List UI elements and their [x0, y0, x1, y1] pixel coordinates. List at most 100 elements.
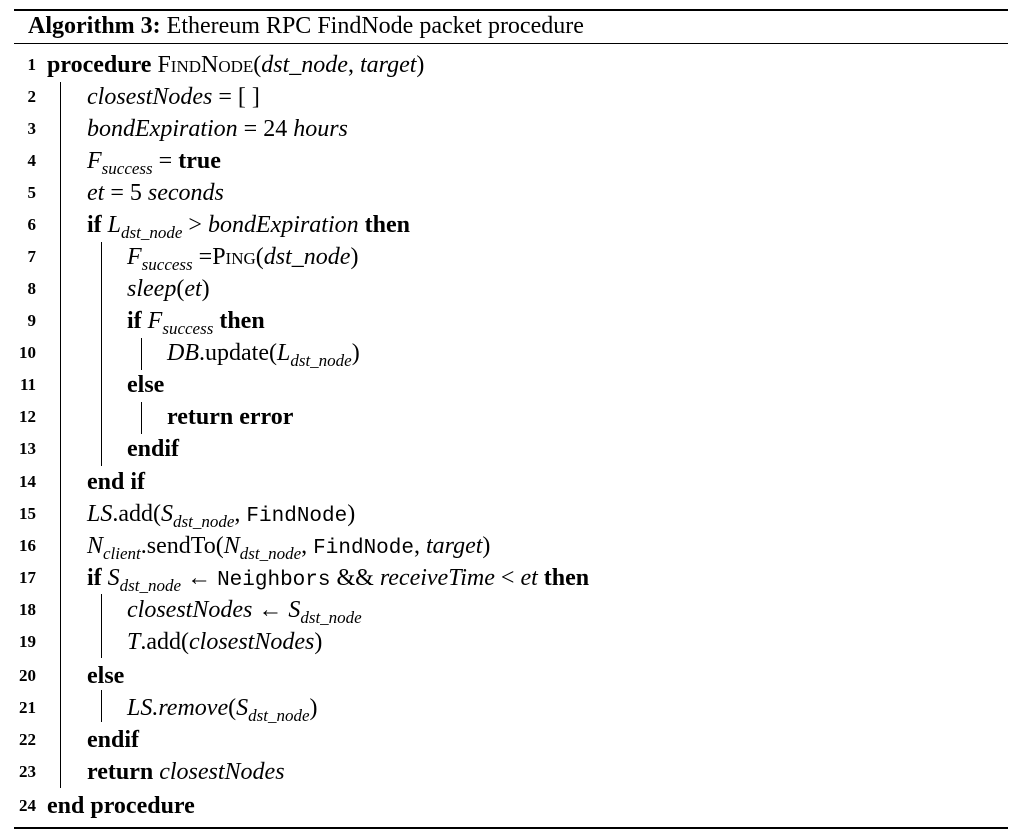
sub-success: success	[141, 255, 193, 274]
line-number: 1	[27, 55, 37, 74]
var-f: F	[87, 148, 102, 174]
line-number: 16	[19, 536, 36, 555]
line-number: 6	[27, 215, 37, 234]
algorithm-box: Algorithm 3: Ethereum RPC FindNode packe…	[14, 9, 1008, 44]
fn-update: .update(	[199, 340, 277, 366]
empty-list: = [ ]	[218, 84, 260, 110]
var-f: F	[127, 244, 142, 270]
var-receive-time: receiveTime	[379, 565, 495, 591]
var-closest-nodes: closestNodes	[189, 629, 315, 655]
indent-bar-procedure	[60, 82, 61, 788]
kw-if: if	[87, 565, 102, 591]
indent-bar-else-3	[101, 690, 102, 722]
op-larrow: ←	[252, 597, 289, 623]
line-number: 15	[19, 504, 36, 523]
var-db: DB	[167, 340, 199, 366]
msg-findnode: FindNode	[246, 505, 348, 528]
var-f: F	[147, 308, 163, 334]
var-s: S	[161, 501, 174, 527]
var-dst-node: dst_node	[263, 244, 351, 270]
line-number: 11	[19, 375, 36, 394]
line-number: 17	[19, 568, 36, 587]
indent-bar-if-2	[141, 338, 142, 370]
sub-dst-node: dst_node	[290, 351, 352, 370]
op-and: &&	[330, 565, 380, 591]
unit-seconds: seconds	[147, 180, 224, 206]
line-number: 2	[27, 87, 37, 106]
kw-endif: endif	[127, 436, 180, 462]
line-number: 14	[19, 472, 36, 491]
kw-return: return	[87, 759, 154, 785]
line-number: 9	[27, 311, 37, 330]
kw-else: else	[127, 372, 165, 398]
msg-neighbors: Neighbors	[217, 569, 331, 592]
fn-add: .add(	[112, 501, 162, 527]
var-ls: LS	[87, 501, 113, 527]
line-number: 4	[27, 151, 37, 170]
var-s: S	[107, 565, 120, 591]
indent-bar-if-3	[101, 594, 102, 658]
var-closest-nodes: closestNodes	[127, 597, 253, 623]
var-ls: LS	[127, 695, 153, 721]
var-target: target	[359, 52, 417, 78]
var-t: T	[127, 629, 141, 655]
var-s: S	[288, 597, 301, 623]
line-number: 23	[19, 762, 36, 781]
kw-return: return	[167, 404, 234, 430]
var-bond-expiration: bondExpiration	[207, 212, 359, 238]
kw-if: if	[87, 212, 102, 238]
fn-remove: .remove	[152, 695, 229, 721]
line-number: 8	[27, 279, 37, 298]
op-gt: >	[182, 212, 208, 238]
kw-error: error	[239, 404, 294, 430]
unit-hours: hours	[293, 116, 348, 142]
op-lt: <	[494, 565, 521, 591]
indent-bar-if-1	[101, 242, 102, 466]
sub-dst-node: dst_node	[121, 223, 183, 242]
line-number: 7	[27, 247, 37, 266]
sub-success: success	[162, 319, 214, 338]
line-number: 19	[19, 632, 36, 651]
sub-client: client	[103, 544, 141, 563]
var-closest-nodes: closestNodes	[159, 759, 285, 785]
top-rule	[14, 9, 1008, 11]
kw-if: if	[127, 308, 142, 334]
var-et: et	[87, 180, 105, 206]
msg-findnode: FindNode	[313, 537, 414, 560]
var-bond-expiration: bondExpiration	[87, 116, 238, 142]
var-closest-nodes: closestNodes	[87, 84, 213, 110]
line-number: 13	[19, 439, 36, 458]
kw-procedure: procedure	[47, 52, 152, 78]
indent-bar-else-2	[141, 402, 142, 434]
algorithm-caption: Algorithm 3: Ethereum RPC FindNode packe…	[14, 11, 1008, 42]
sub-dst-node: dst_node	[248, 706, 310, 725]
var-dst-node: dst_node	[261, 52, 348, 78]
line-number: 18	[19, 600, 36, 619]
line-number: 20	[19, 666, 36, 685]
kw-then: then	[364, 212, 410, 238]
proc-name: FindNode	[157, 52, 254, 78]
sub-success: success	[101, 159, 153, 178]
sub-dst-node: dst_node	[173, 512, 235, 531]
line-number: 24	[19, 796, 36, 815]
line-number: 21	[19, 698, 36, 717]
sub-dst-node: dst_node	[239, 544, 302, 563]
line-number: 10	[19, 343, 36, 362]
var-l: L	[276, 340, 291, 366]
proc-ping: Ping	[212, 244, 256, 270]
fn-sleep: sleep	[127, 276, 177, 302]
kw-else: else	[87, 663, 125, 689]
kw-end-procedure: end procedure	[47, 793, 195, 819]
kw-end-if: end if	[87, 469, 146, 495]
line-number: 3	[27, 119, 37, 138]
var-n: N	[87, 533, 104, 559]
kw-endif: endif	[87, 727, 140, 753]
sub-dst-node: dst_node	[119, 576, 182, 595]
var-n: N	[223, 533, 240, 559]
fn-add: .add(	[140, 629, 190, 655]
kw-then: then	[543, 565, 590, 591]
var-s: S	[236, 695, 249, 721]
var-target: target	[425, 533, 483, 559]
value-5: = 5	[110, 180, 148, 206]
line-number: 12	[19, 407, 36, 426]
